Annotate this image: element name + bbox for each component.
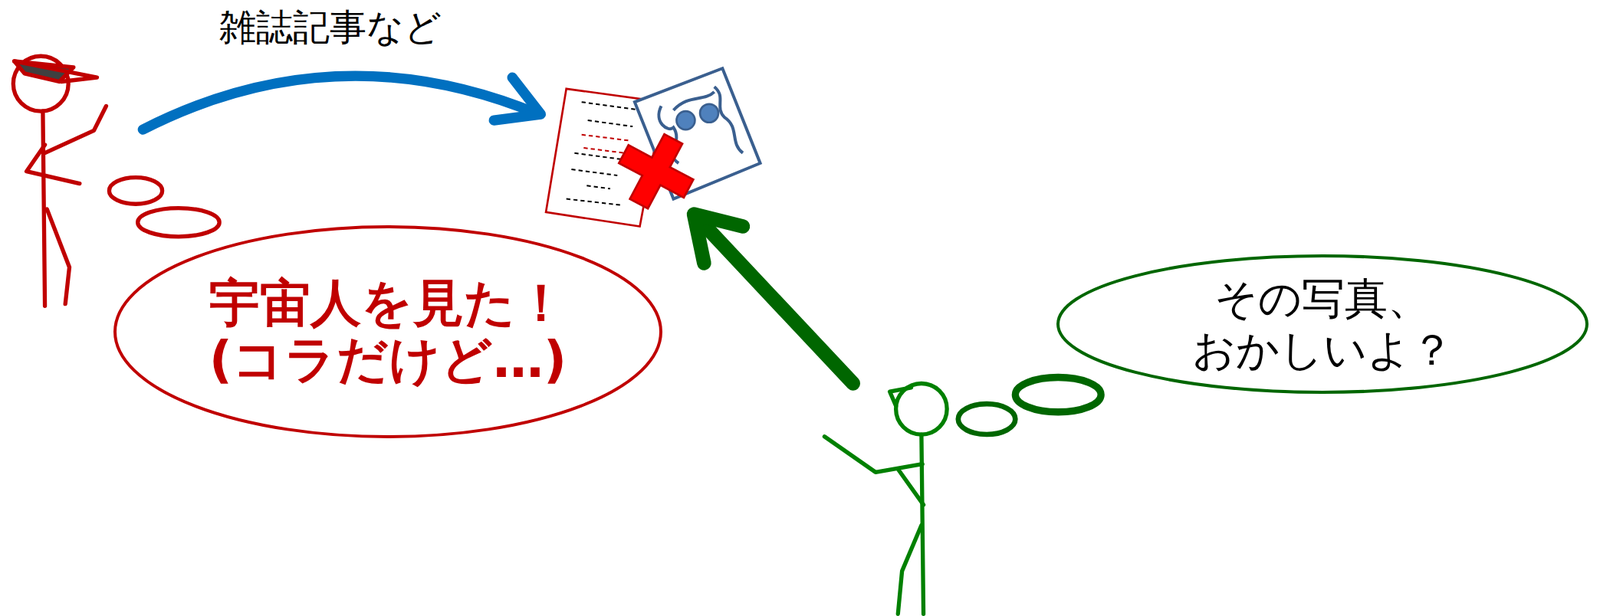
red-cross: [606, 121, 707, 222]
blue-arrow: [142, 75, 541, 130]
green-person: [824, 383, 947, 615]
thought-text: 宇宙人を見た！ (コラだけど…): [173, 275, 603, 389]
bubble-ellipse: [1057, 256, 1587, 393]
green-thought-dots: [958, 377, 1101, 436]
bubble-ellipse: [114, 226, 661, 437]
thought-bubble: 宇宙人を見た！ (コラだけど…): [111, 223, 664, 441]
green-arrow: [693, 214, 854, 385]
arrow-label: 雑誌記事など: [219, 3, 442, 53]
thought-text: その写真、 おかしいよ？: [1161, 272, 1484, 376]
red-thought-dots: [108, 177, 220, 237]
red-person: [13, 55, 106, 306]
thought-bubble: その写真、 おかしいよ？: [1054, 252, 1591, 396]
